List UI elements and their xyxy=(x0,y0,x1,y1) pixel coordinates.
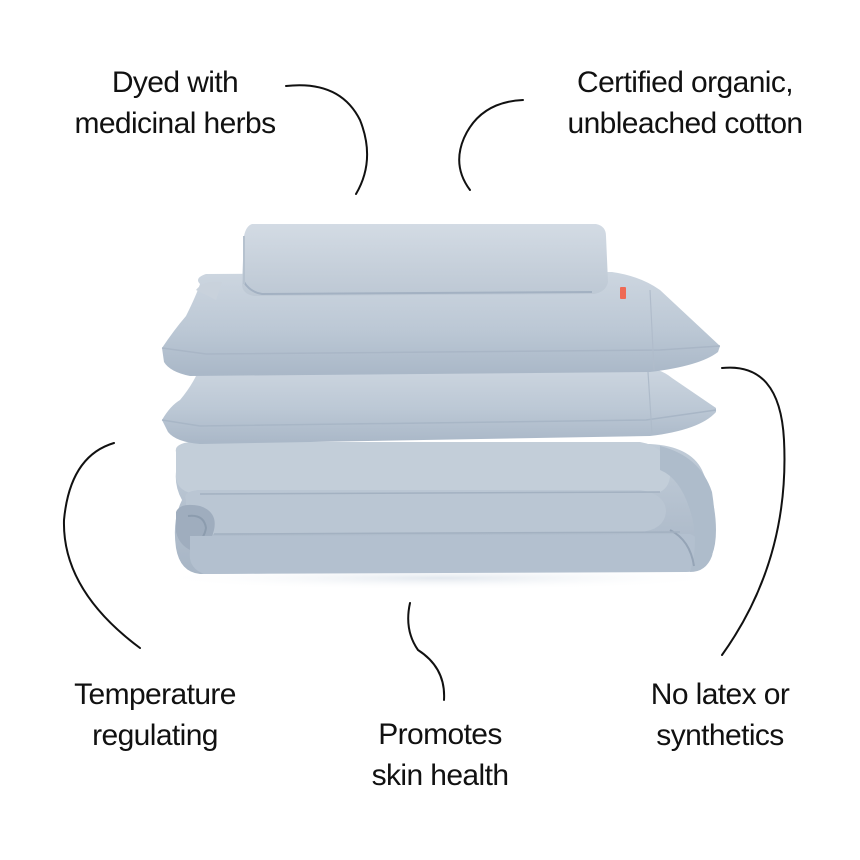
callout-line: Promotes xyxy=(378,718,502,751)
leader-line-temperature xyxy=(62,442,141,649)
callout-line: No latex or xyxy=(650,678,790,711)
callout-line: synthetics xyxy=(656,719,784,752)
leader-line-dyed xyxy=(285,84,369,195)
leader-line-skin xyxy=(407,602,446,701)
pillowcase-lower xyxy=(161,366,717,444)
brand-tag xyxy=(620,287,626,299)
leader-line-certified xyxy=(458,99,524,191)
callout-no-latex-or-synthetics: No latex or synthetics xyxy=(610,674,830,756)
leader-lines xyxy=(62,84,786,701)
leader-line-latex xyxy=(721,366,786,656)
flat-sheet xyxy=(242,224,608,296)
callout-line: Temperature xyxy=(74,678,236,711)
callout-dyed-with-medicinal-herbs: Dyed with medicinal herbs xyxy=(40,62,310,144)
callout-line: medicinal herbs xyxy=(74,107,276,140)
callout-line: Dyed with xyxy=(111,66,239,99)
callout-certified-organic: Certified organic, unbleached cotton xyxy=(540,62,830,144)
callout-temperature-regulating: Temperature regulating xyxy=(40,674,270,756)
duvet-cover xyxy=(174,442,716,574)
callout-line: skin health xyxy=(371,759,509,792)
pillowcase-upper xyxy=(161,272,721,376)
callout-line: regulating xyxy=(92,719,218,752)
callout-line: Certified organic, xyxy=(577,66,794,99)
callout-line: unbleached cotton xyxy=(567,107,803,140)
callout-promotes-skin-health: Promotes skin health xyxy=(340,714,540,796)
